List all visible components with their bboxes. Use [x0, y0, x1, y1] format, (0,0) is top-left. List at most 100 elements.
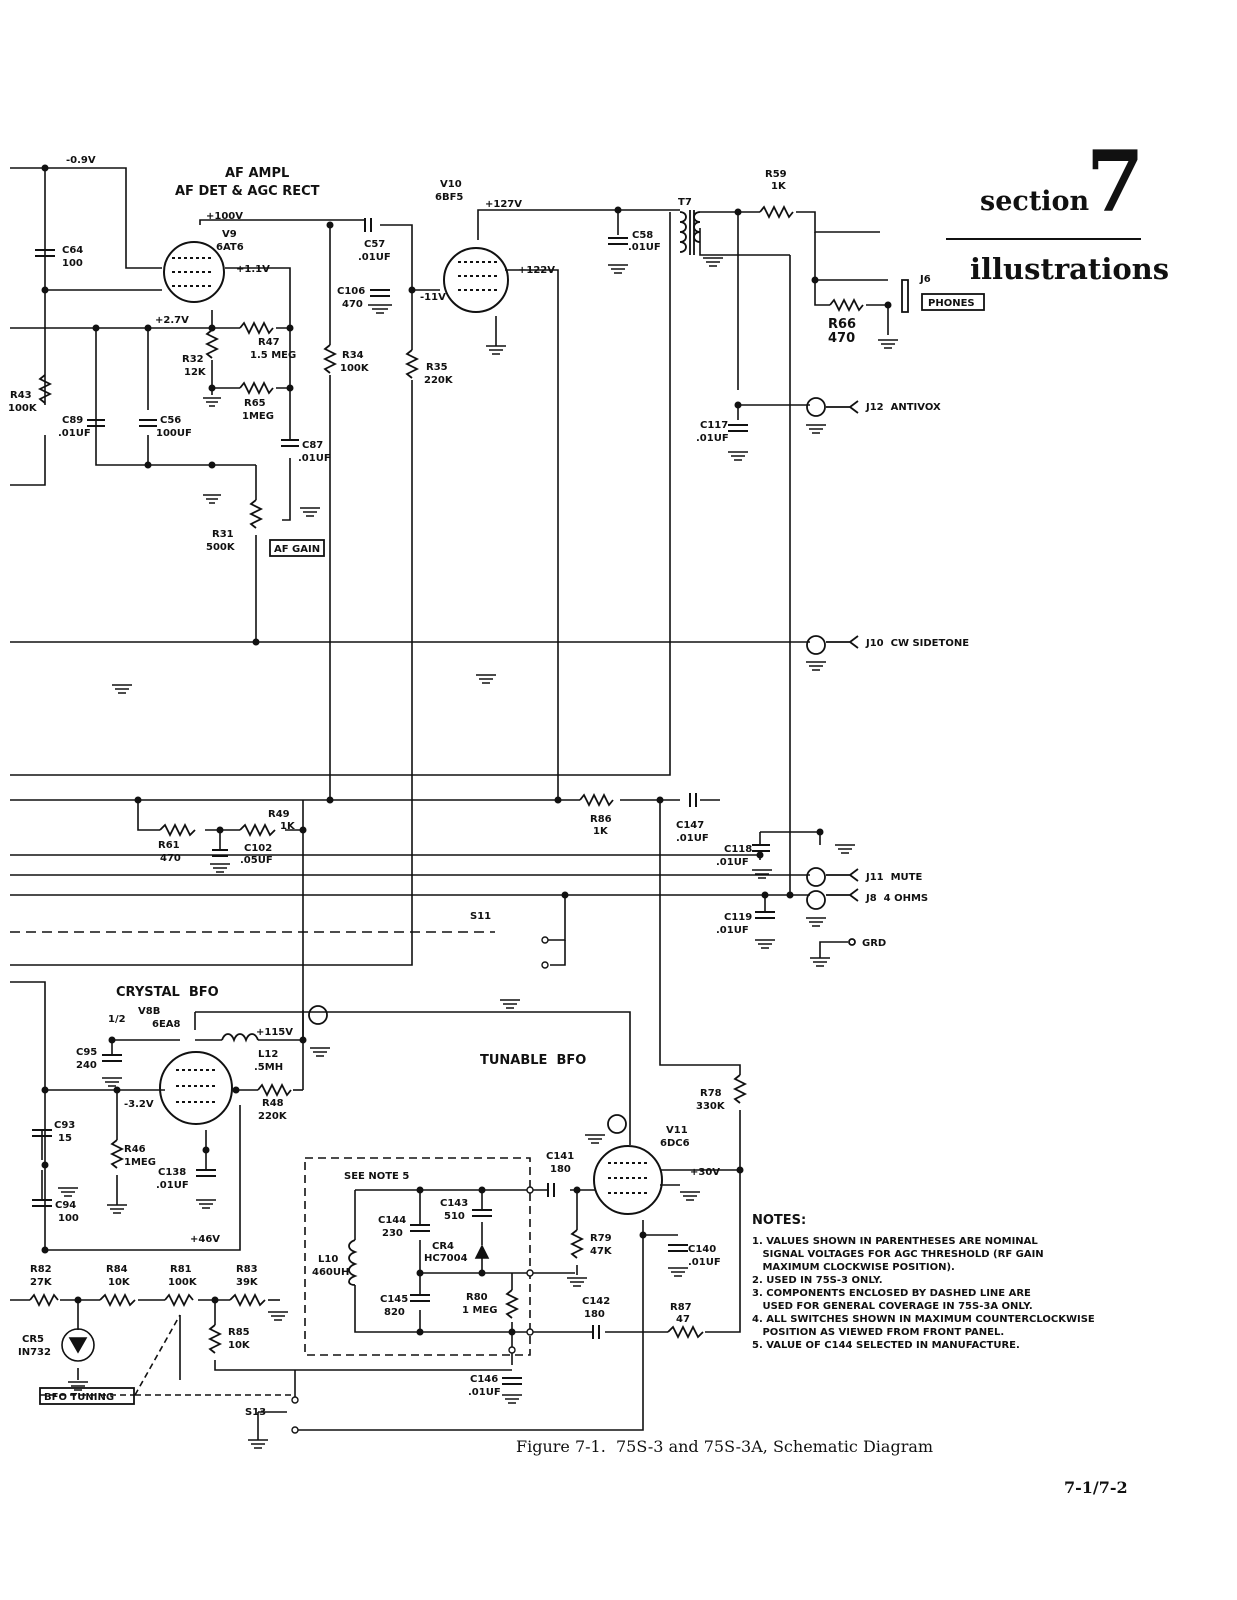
svg-text:1.5 MEG: 1.5 MEG — [250, 350, 296, 361]
svg-text:C141: C141 — [546, 1151, 574, 1162]
svg-text:C147: C147 — [676, 820, 704, 831]
component-labels: -0.9V AF AMPL AF DET & AGC RECT V9 6AT6 … — [8, 155, 975, 1418]
svg-text:MAXIMUM CLOCKWISE POSITION).: MAXIMUM CLOCKWISE POSITION). — [752, 1262, 955, 1273]
svg-text:R48: R48 — [262, 1098, 284, 1109]
svg-text:V10: V10 — [440, 179, 462, 190]
svg-text:1K: 1K — [593, 826, 609, 837]
svg-text:240: 240 — [76, 1060, 97, 1071]
svg-text:AF DET & AGC RECT: AF DET & AGC RECT — [175, 184, 320, 199]
svg-text:10K: 10K — [108, 1277, 131, 1288]
svg-text:R65: R65 — [244, 398, 266, 409]
svg-text:C56: C56 — [160, 415, 181, 426]
svg-text:POSITION AS VIEWED FROM FRONT: POSITION AS VIEWED FROM FRONT PANEL. — [752, 1327, 1004, 1338]
svg-text:330K: 330K — [696, 1101, 726, 1112]
svg-text:C140: C140 — [688, 1244, 716, 1255]
svg-text:R49: R49 — [268, 809, 290, 820]
section-number: 7 — [1086, 132, 1145, 231]
svg-text:470: 470 — [828, 331, 855, 346]
svg-text:V9: V9 — [222, 229, 237, 240]
svg-text:4. ALL SWITCHES SHOWN IN MAXIM: 4. ALL SWITCHES SHOWN IN MAXIMUM COUNTER… — [752, 1314, 1095, 1325]
transformer-t7 — [221, 210, 701, 1286]
svg-text:C146: C146 — [470, 1374, 498, 1385]
diodes — [61, 1244, 490, 1362]
svg-text:S11: S11 — [470, 911, 491, 922]
svg-text:R82: R82 — [30, 1264, 52, 1275]
svg-text:C119: C119 — [724, 912, 752, 923]
svg-text:CRYSTAL BFO: CRYSTAL BFO — [116, 985, 219, 1000]
svg-text:+127V: +127V — [485, 199, 522, 210]
svg-text:2. USED IN 75S-3 ONLY.: 2. USED IN 75S-3 ONLY. — [752, 1275, 883, 1286]
svg-text:100K: 100K — [168, 1277, 198, 1288]
vacuum-tubes — [159, 241, 663, 1215]
svg-text:1/2: 1/2 — [108, 1014, 126, 1025]
svg-text:C106: C106 — [337, 286, 365, 297]
svg-text:-3.2V: -3.2V — [124, 1099, 154, 1110]
svg-text:V8B: V8B — [138, 1006, 160, 1017]
svg-text:C57: C57 — [364, 239, 385, 250]
svg-text:100K: 100K — [340, 363, 370, 374]
section-word: section — [980, 186, 1090, 217]
svg-text:R34: R34 — [342, 350, 364, 361]
svg-text:.01UF: .01UF — [696, 433, 729, 444]
svg-text:R86: R86 — [590, 814, 612, 825]
svg-text:180: 180 — [584, 1309, 605, 1320]
svg-text:USED FOR GENERAL COVERAGE IN 7: USED FOR GENERAL COVERAGE IN 75S-3A ONLY… — [752, 1301, 1033, 1312]
svg-text:220K: 220K — [424, 375, 454, 386]
svg-text:.01UF: .01UF — [628, 242, 661, 253]
svg-text:NOTES:: NOTES: — [752, 1213, 806, 1228]
svg-text:C95: C95 — [76, 1047, 97, 1058]
ground-symbols — [58, 257, 898, 1449]
svg-text:J8 4 OHMS: J8 4 OHMS — [865, 893, 928, 904]
svg-text:+122V: +122V — [518, 265, 555, 276]
svg-text:C145: C145 — [380, 1294, 408, 1305]
svg-text:+30V: +30V — [690, 1167, 720, 1178]
svg-text:CR5: CR5 — [22, 1334, 44, 1345]
svg-text:470: 470 — [160, 853, 181, 864]
svg-text:500K: 500K — [206, 542, 236, 553]
svg-text:6BF5: 6BF5 — [435, 192, 463, 203]
svg-text:SIGNAL VOLTAGES FOR AGC THRESH: SIGNAL VOLTAGES FOR AGC THRESHOLD (RF GA… — [752, 1249, 1044, 1260]
svg-text:C87: C87 — [302, 440, 323, 451]
svg-text:T7: T7 — [678, 197, 692, 208]
svg-text:.01UF: .01UF — [688, 1257, 721, 1268]
capacitors — [32, 218, 775, 1385]
junctions — [41, 164, 892, 1354]
svg-text:12K: 12K — [184, 367, 207, 378]
svg-text:-0.9V: -0.9V — [66, 155, 96, 166]
svg-text:J11 MUTE: J11 MUTE — [865, 872, 922, 883]
svg-text:J12 ANTIVOX: J12 ANTIVOX — [865, 402, 941, 413]
svg-text:.5MH: .5MH — [254, 1062, 283, 1073]
jacks — [308, 279, 909, 1134]
svg-text:R81: R81 — [170, 1264, 192, 1275]
svg-text:1MEG: 1MEG — [124, 1157, 156, 1168]
svg-text:.01UF: .01UF — [156, 1180, 189, 1191]
svg-text:R84: R84 — [106, 1264, 128, 1275]
svg-text:V11: V11 — [666, 1125, 688, 1136]
svg-text:6AT6: 6AT6 — [216, 242, 244, 253]
svg-text:470: 470 — [342, 299, 363, 310]
svg-text:1K: 1K — [280, 821, 296, 832]
tube-v8b — [159, 1051, 233, 1125]
svg-text:.05UF: .05UF — [240, 855, 273, 866]
svg-text:CR4: CR4 — [432, 1241, 454, 1252]
svg-text:C58: C58 — [632, 230, 653, 241]
svg-text:1K: 1K — [771, 181, 787, 192]
svg-text:+115V: +115V — [256, 1027, 293, 1038]
svg-text:C144: C144 — [378, 1215, 406, 1226]
svg-text:.01UF: .01UF — [298, 453, 331, 464]
svg-text:3. COMPONENTS ENCLOSED BY DASH: 3. COMPONENTS ENCLOSED BY DASHED LINE AR… — [752, 1288, 1031, 1299]
svg-text:L12: L12 — [258, 1049, 278, 1060]
svg-text:C94: C94 — [55, 1200, 76, 1211]
page-number: 7-1/7-2 — [1064, 1478, 1128, 1497]
svg-text:R66: R66 — [828, 317, 856, 332]
svg-text:100K: 100K — [8, 403, 38, 414]
svg-text:J10 CW SIDETONE: J10 CW SIDETONE — [865, 638, 969, 649]
svg-text:R31: R31 — [212, 529, 234, 540]
svg-text:R83: R83 — [236, 1264, 258, 1275]
section-divider — [946, 238, 1141, 240]
svg-text:510: 510 — [444, 1211, 465, 1222]
tube-v11 — [593, 1145, 663, 1215]
svg-text:R79: R79 — [590, 1233, 612, 1244]
svg-text:1 MEG: 1 MEG — [462, 1305, 497, 1316]
